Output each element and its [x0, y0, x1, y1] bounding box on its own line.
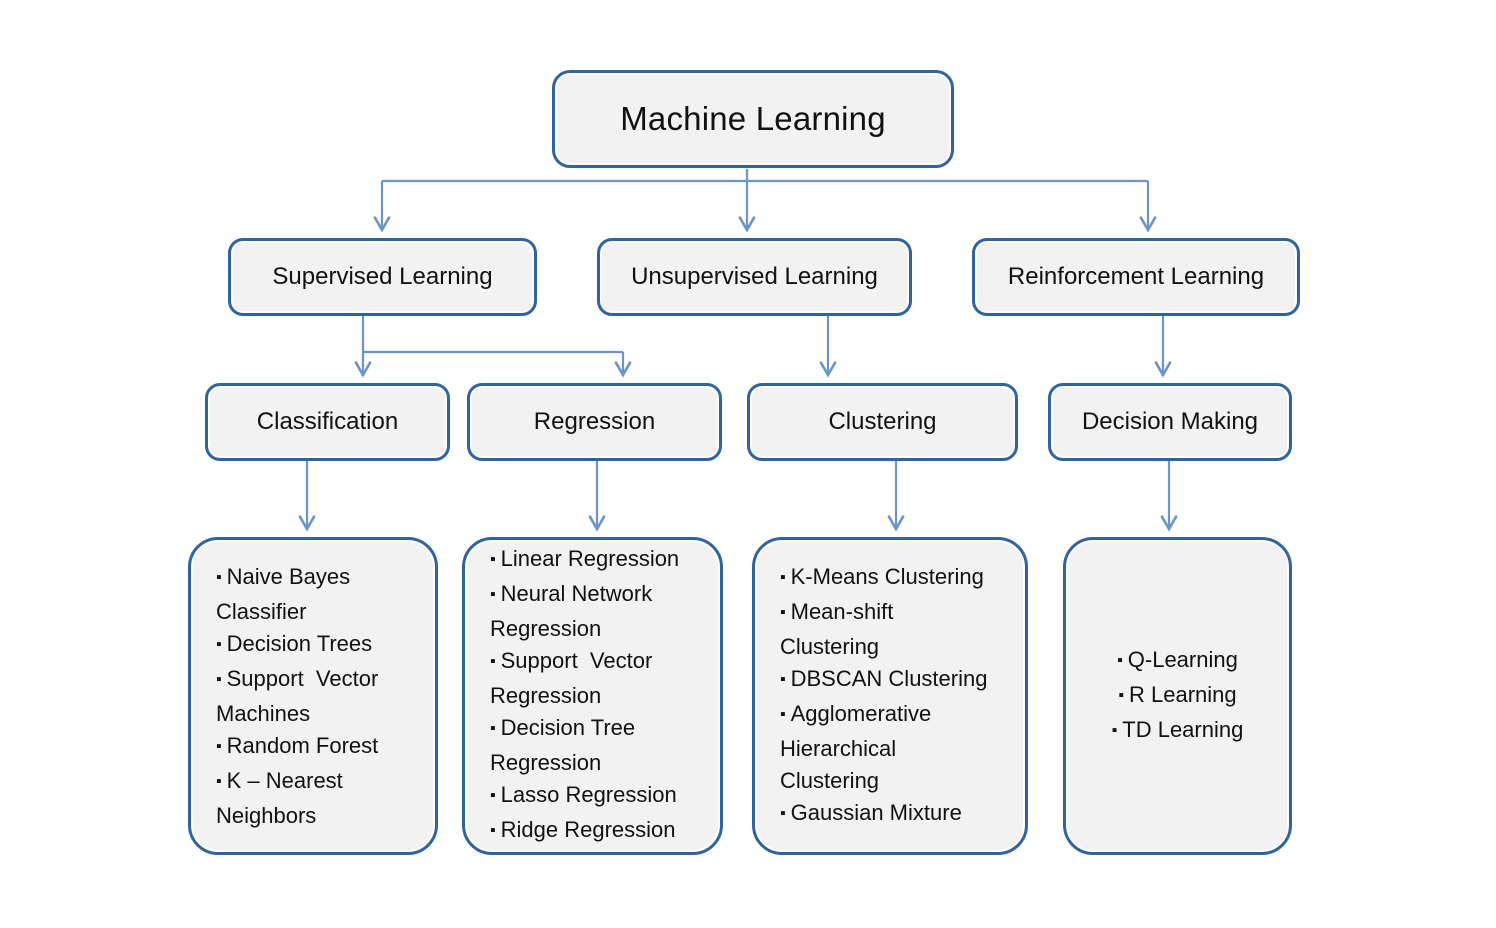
- node-clustering-methods: ▪K-Means Clustering ▪Mean-shift Clusteri…: [752, 537, 1028, 855]
- square-bullet-icon: ▪: [780, 670, 786, 688]
- list-item: ▪K-Means Clustering: [780, 561, 984, 596]
- list-item: ▪Q-Learning: [1117, 644, 1238, 679]
- list-item: ▪Mean-shift Clustering: [780, 596, 893, 663]
- list-item: ▪Lasso Regression: [490, 779, 677, 814]
- node-classification-methods: ▪Naive Bayes Classifier ▪Decision Trees …: [188, 537, 438, 855]
- square-bullet-icon: ▪: [216, 635, 222, 653]
- square-bullet-icon: ▪: [490, 551, 496, 568]
- list-item: ▪Random Forest: [216, 730, 378, 765]
- node-reinforcement-learning-label: Reinforcement Learning: [1007, 263, 1265, 290]
- list-item: ▪Support Vector Machines: [216, 663, 378, 730]
- list-item: ▪TD Learning: [1112, 714, 1244, 749]
- node-unsupervised-learning-label: Unsupervised Learning: [631, 263, 878, 290]
- list-item: ▪Decision Trees: [216, 628, 372, 663]
- list-item: ▪Neural Network Regression: [490, 578, 652, 645]
- square-bullet-icon: ▪: [1118, 686, 1124, 704]
- list-item-text: DBSCAN Clustering: [790, 665, 988, 691]
- square-bullet-icon: ▪: [490, 822, 496, 839]
- node-reinforcement-learning: Reinforcement Learning: [972, 238, 1300, 316]
- square-bullet-icon: ▪: [1111, 721, 1118, 739]
- node-regression: Regression: [467, 383, 722, 461]
- list-item-text: Random Forest: [226, 732, 379, 758]
- list-item-text: Neural Network Regression: [490, 581, 653, 641]
- list-item-text: Mean-shift Clustering: [780, 598, 894, 659]
- list-item: ▪R Learning: [1118, 679, 1236, 714]
- list-item-text: Naive Bayes Classifier: [216, 563, 351, 624]
- list-item-text: Support Vector Regression: [490, 648, 653, 708]
- square-bullet-icon: ▪: [216, 772, 222, 790]
- node-regression-label: Regression: [533, 408, 656, 435]
- list-item-text: Linear Regression: [500, 546, 680, 571]
- list-item-text: K-Means Clustering: [790, 563, 984, 589]
- node-classification: Classification: [205, 383, 450, 461]
- list-item: ▪DBSCAN Clustering: [780, 663, 987, 698]
- list-item: ▪Ridge Regression: [490, 814, 676, 849]
- square-bullet-icon: ▪: [780, 568, 786, 586]
- node-machine-learning: Machine Learning: [552, 70, 954, 168]
- square-bullet-icon: ▪: [216, 737, 222, 755]
- node-clustering: Clustering: [747, 383, 1018, 461]
- node-machine-learning-label: Machine Learning: [620, 100, 886, 137]
- square-bullet-icon: ▪: [780, 603, 786, 621]
- node-supervised-learning: Supervised Learning: [228, 238, 537, 316]
- list-item: ▪K – Nearest Neighbors: [216, 765, 343, 832]
- list-item-text: Q-Learning: [1127, 646, 1238, 672]
- node-supervised-learning-label: Supervised Learning: [272, 263, 493, 290]
- node-decision-making: Decision Making: [1048, 383, 1292, 461]
- square-bullet-icon: ▪: [490, 720, 496, 737]
- list-item: ▪Gaussian Mixture: [780, 797, 962, 832]
- list-item-text: Agglomerative Hierarchical Clustering: [780, 700, 932, 793]
- square-bullet-icon: ▪: [490, 787, 496, 804]
- list-item: ▪Support Vector Regression: [490, 645, 652, 712]
- list-item-text: Decision Tree Regression: [490, 715, 636, 775]
- node-clustering-label: Clustering: [828, 408, 937, 435]
- square-bullet-icon: ▪: [216, 568, 222, 586]
- list-item: ▪Naive Bayes Classifier: [216, 561, 350, 628]
- square-bullet-icon: ▪: [490, 586, 496, 603]
- list-item-text: Ridge Regression: [500, 817, 676, 842]
- list-item-text: TD Learning: [1122, 716, 1244, 742]
- square-bullet-icon: ▪: [216, 670, 222, 688]
- list-item: ▪Linear Regression: [490, 543, 679, 578]
- square-bullet-icon: ▪: [490, 653, 496, 670]
- node-classification-label: Classification: [256, 408, 399, 435]
- list-item: ▪Agglomerative Hierarchical Clustering: [780, 698, 931, 797]
- node-decision-making-label: Decision Making: [1081, 408, 1259, 435]
- node-decision-making-methods: ▪Q-Learning ▪R Learning ▪TD Learning: [1063, 537, 1292, 855]
- list-item-text: Support Vector Machines: [216, 665, 379, 726]
- list-item-text: Gaussian Mixture: [790, 799, 962, 825]
- list-item-text: K – Nearest Neighbors: [216, 767, 343, 828]
- list-item: ▪Decision Tree Regression: [490, 712, 635, 779]
- list-item-text: R Learning: [1128, 681, 1237, 707]
- node-unsupervised-learning: Unsupervised Learning: [597, 238, 912, 316]
- square-bullet-icon: ▪: [1117, 651, 1123, 669]
- square-bullet-icon: ▪: [780, 705, 786, 723]
- square-bullet-icon: ▪: [780, 804, 786, 822]
- list-item-text: Decision Trees: [226, 630, 373, 656]
- list-item-text: Lasso Regression: [500, 782, 677, 807]
- node-regression-methods: ▪Linear Regression ▪Neural Network Regre…: [462, 537, 723, 855]
